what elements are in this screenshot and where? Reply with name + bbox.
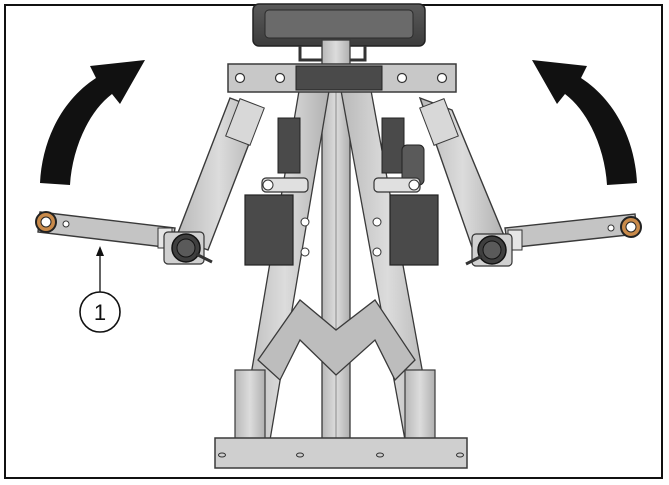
base-plate <box>214 437 468 469</box>
callout-1: 1 <box>79 246 121 333</box>
right-swing-arm <box>465 213 642 267</box>
seat <box>252 3 426 62</box>
right-rear-upright <box>404 369 436 441</box>
left-rotation-arrow <box>40 60 145 185</box>
lower-brace <box>257 299 416 382</box>
left-swing-arm <box>35 211 213 265</box>
left-mechanism <box>244 117 310 266</box>
top-crossbar <box>227 63 457 93</box>
right-mechanism <box>372 117 439 266</box>
left-lever-arm <box>175 97 265 251</box>
right-rotation-arrow <box>532 60 637 185</box>
callout-1-label: 1 <box>94 300 106 325</box>
left-rear-upright <box>234 369 266 441</box>
